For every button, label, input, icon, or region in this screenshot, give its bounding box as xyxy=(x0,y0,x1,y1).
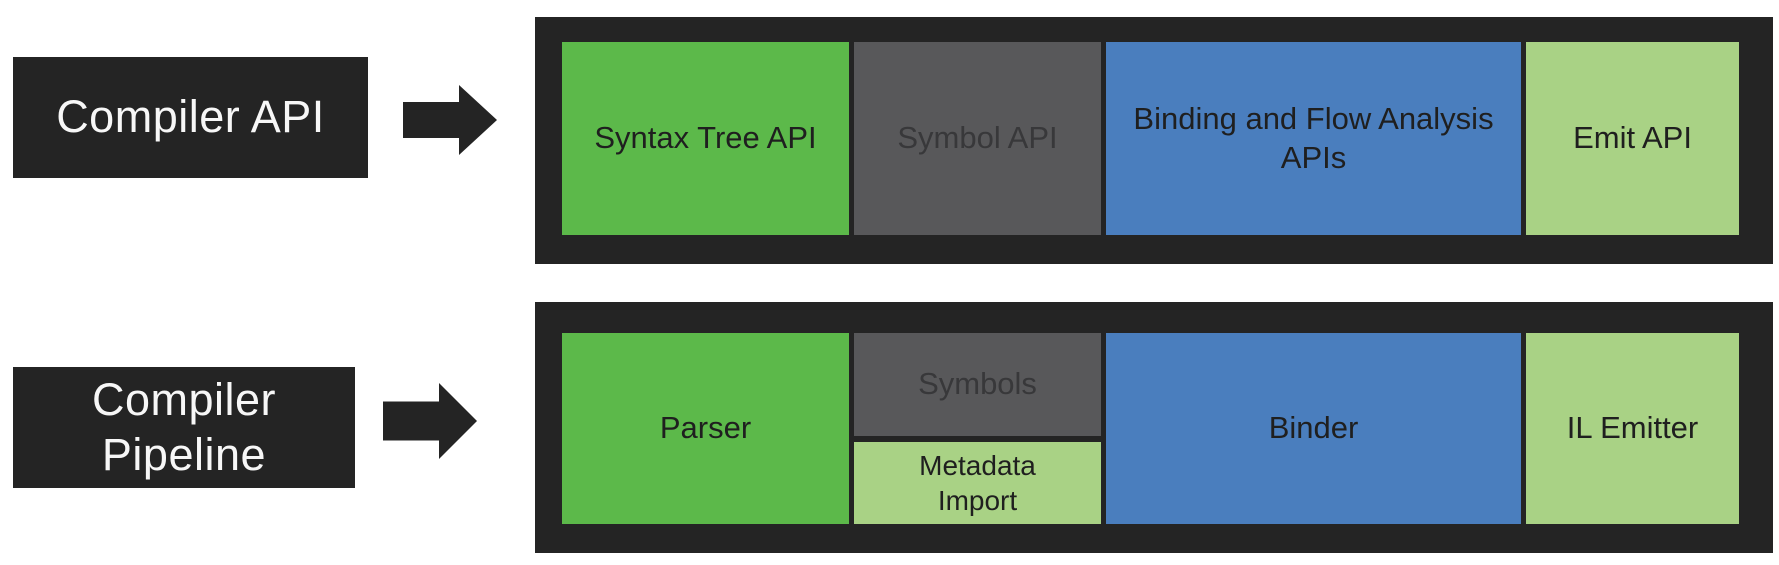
symbols-box: Symbols xyxy=(854,333,1101,436)
il-emitter-box: IL Emitter xyxy=(1526,333,1739,524)
right-arrow-icon xyxy=(403,85,497,155)
emit-api-box: Emit API xyxy=(1526,42,1739,235)
symbol-api-box: Symbol API xyxy=(854,42,1101,235)
metadata-import-label: Metadata Import xyxy=(919,450,1036,516)
symbols-label: Symbols xyxy=(918,366,1037,402)
binder-label: Binder xyxy=(1268,410,1359,446)
compiler-api-label: Compiler API xyxy=(56,91,325,143)
metadata-import-box: Metadata Import xyxy=(854,442,1101,524)
compiler-api-label-box: Compiler API xyxy=(13,57,368,178)
right-arrow-icon xyxy=(383,383,477,459)
parser-label: Parser xyxy=(659,410,752,446)
compiler-pipeline-label: Compiler Pipeline xyxy=(91,373,277,480)
binding-flow-analysis-apis-label: Binding and Flow Analysis APIs xyxy=(1133,100,1494,175)
compiler-pipeline-container: Parser Symbols Metadata Import Binder IL… xyxy=(535,302,1773,553)
emit-api-label: Emit API xyxy=(1573,120,1692,156)
symbol-api-label: Symbol API xyxy=(897,120,1058,156)
binding-flow-analysis-apis-box: Binding and Flow Analysis APIs xyxy=(1106,42,1521,235)
symbols-metadata-stack: Symbols Metadata Import xyxy=(854,333,1101,524)
parser-box: Parser xyxy=(562,333,849,524)
compiler-pipeline-label-box: Compiler Pipeline xyxy=(13,367,355,488)
il-emitter-label: IL Emitter xyxy=(1566,410,1699,446)
binder-box: Binder xyxy=(1106,333,1521,524)
compiler-api-container: Syntax Tree API Symbol API Binding and F… xyxy=(535,17,1773,264)
syntax-tree-api-box: Syntax Tree API xyxy=(562,42,849,235)
syntax-tree-api-label: Syntax Tree API xyxy=(594,120,817,156)
